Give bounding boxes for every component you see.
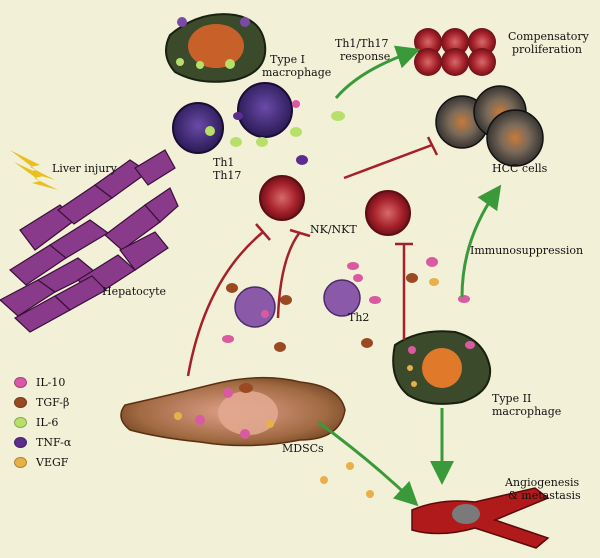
legend-item-il6: IL-6 xyxy=(14,415,58,429)
proliferation-cells xyxy=(414,28,496,76)
type1-macrophage-cell xyxy=(165,13,267,83)
il6-dot-icon xyxy=(14,416,27,428)
nk-nkt-cells xyxy=(259,175,411,236)
angiogenesis-label-line1: Angiogenesis xyxy=(505,476,580,489)
mdsc-cell xyxy=(120,376,346,447)
legend-item-tnfa: TNF-α xyxy=(14,435,71,449)
hcc-cells xyxy=(435,85,544,167)
activation-arrows xyxy=(317,45,502,507)
tnfa-dot-icon xyxy=(14,436,27,448)
hepatocyte-label: Hepatocyte xyxy=(102,285,167,298)
type2-label-line1: Type II xyxy=(492,392,532,405)
type2-macrophage-cell xyxy=(392,330,492,405)
th17-label: Th17 xyxy=(213,169,242,182)
immunosuppression-label: Immunosuppression xyxy=(470,244,584,257)
tgfb-dot-icon xyxy=(14,396,27,408)
blood-vessel xyxy=(411,487,550,549)
compensatory-label-line2: proliferation xyxy=(512,43,583,56)
legend-label: TGF-β xyxy=(36,395,70,409)
th1-th17-cells xyxy=(172,82,345,165)
type1-label-line2: macrophage xyxy=(262,66,332,79)
legend-label: VEGF xyxy=(36,455,69,469)
liver-injury-label: Liver injury xyxy=(52,162,117,175)
legend-label: TNF-α xyxy=(36,435,72,449)
il10-dot-icon xyxy=(14,376,27,388)
legend-item-vegf: VEGF xyxy=(14,455,68,469)
legend-label: IL-10 xyxy=(36,375,66,389)
vegf-dot-icon xyxy=(14,456,27,468)
lightning-icon xyxy=(10,150,58,190)
legend-label: IL-6 xyxy=(36,415,59,429)
nk-nkt-label: NK/NKT xyxy=(310,223,357,236)
mdscs-label: MDSCs xyxy=(282,442,324,455)
hcc-cells-label: HCC cells xyxy=(492,162,548,175)
hepatocyte-cells xyxy=(0,149,179,333)
compensatory-label-line1: Compensatory xyxy=(508,30,589,43)
th2-label: Th2 xyxy=(348,311,370,324)
th1-label: Th1 xyxy=(213,156,235,169)
legend-item-tgfb: TGF-β xyxy=(14,395,69,409)
angiogenesis-label-line2: & metastasis xyxy=(508,489,581,502)
type1-label-line1: Type I xyxy=(270,53,305,66)
type2-label-line2: macrophage xyxy=(492,405,562,418)
legend-item-il10: IL-10 xyxy=(14,375,65,389)
th-response-label-line1: Th1/Th17 xyxy=(335,37,389,50)
th-response-label-line2: response xyxy=(340,50,391,63)
inhibition-lines xyxy=(186,136,439,377)
th2-cells xyxy=(234,279,361,328)
